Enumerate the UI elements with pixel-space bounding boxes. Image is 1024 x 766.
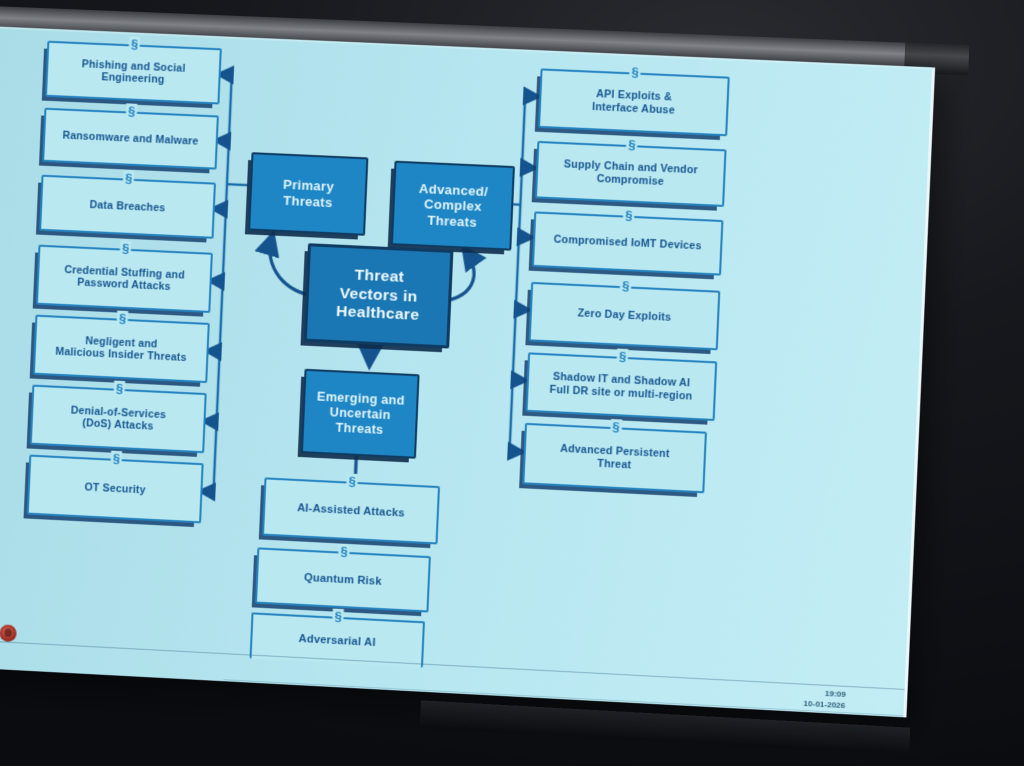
threat-box-label: Adversarial AI <box>298 632 376 649</box>
threat-box-label: Data Breaches <box>89 198 166 215</box>
link-icon: § <box>616 348 629 365</box>
threat-box-label: Shadow IT and Shadow AI Full DR site or … <box>549 370 693 403</box>
link-icon: § <box>110 450 123 467</box>
threat-box-zero-day: § Zero Day Exploits <box>528 277 721 351</box>
link-icon: § <box>622 207 635 224</box>
category-box-primary-threats: Primary Threats <box>248 152 369 236</box>
threat-box-label: Ransomware and Malware <box>62 129 199 148</box>
category-box-emerging-threats: Emerging and Uncertain Threats <box>300 368 420 459</box>
category-label: Emerging and Uncertain Threats <box>316 388 406 437</box>
category-box-advanced-complex-threats: Advanced/ Complex Threats <box>390 160 515 251</box>
link-icon: § <box>619 277 632 294</box>
threat-box-credential-stuffing: § Credential Stuffing and Password Attac… <box>35 240 213 313</box>
link-icon: § <box>122 170 135 186</box>
link-icon: § <box>128 36 141 52</box>
threat-box-label: Compromised IoMT Devices <box>553 233 702 253</box>
threat-box-label: Phishing and Social Engineering <box>81 57 186 86</box>
link-icon: § <box>346 473 359 490</box>
threat-box-label: Quantum Risk <box>303 571 382 588</box>
threat-box-phishing: § Phishing and Social Engineering <box>44 36 222 105</box>
category-label: Advanced/ Complex Threats <box>418 180 489 230</box>
threat-box-supply-chain: § Supply Chain and Vendor Compromise <box>534 136 727 207</box>
link-icon: § <box>113 380 126 397</box>
threat-box-ot-security: § OT Security <box>26 450 204 524</box>
central-title: Threat Vectors in Healthcare <box>335 266 420 325</box>
threat-box-label: Advanced Persistent Threat <box>559 442 670 471</box>
threat-box-label: Zero Day Exploits <box>577 307 672 325</box>
threat-box-ai-assisted-attacks: § AI-Assisted Attacks <box>261 473 441 545</box>
slide-diagram: § Phishing and Social Engineering § Rans… <box>0 28 932 717</box>
threat-box-shadow-it: § Shadow IT and Shadow AI Full DR site o… <box>525 348 718 421</box>
link-icon: § <box>609 418 622 435</box>
threat-box-data-breaches: § Data Breaches <box>39 170 216 239</box>
threat-box-iomt-devices: § Compromised IoMT Devices <box>531 207 724 276</box>
threat-box-label: Denial-of-Services (DoS) Attacks <box>70 404 167 433</box>
category-label: Primary Threats <box>282 177 335 211</box>
threat-box-quantum-risk: § Quantum Risk <box>254 543 431 613</box>
threat-box-label: Negligent and Malicious Insider Threats <box>55 334 187 365</box>
link-icon: § <box>116 310 129 327</box>
link-icon: § <box>119 240 132 257</box>
link-icon: § <box>625 136 638 153</box>
projected-screen: § Phishing and Social Engineering § Rans… <box>0 26 935 717</box>
threat-box-insider-threats: § Negligent and Malicious Insider Threat… <box>32 310 210 384</box>
threat-box-label: Credential Stuffing and Password Attacks <box>64 263 186 294</box>
taskbar-clock: 19:09 10-01-2026 <box>771 686 846 712</box>
threat-box-label: Supply Chain and Vendor Compromise <box>563 158 699 188</box>
threat-box-label: API Exploits & Interface Abuse <box>591 88 676 117</box>
taskbar-app-icon-red <box>0 624 17 643</box>
link-icon: § <box>629 64 642 80</box>
link-icon: § <box>125 103 138 119</box>
link-icon: § <box>332 608 345 625</box>
central-box-threat-vectors: Threat Vectors in Healthcare <box>303 243 454 349</box>
threat-box-label: AI-Assisted Attacks <box>296 501 406 520</box>
taskbar-divider <box>0 639 905 690</box>
threat-box-label: OT Security <box>84 481 146 497</box>
link-icon: § <box>338 543 351 560</box>
threat-box-dos-attacks: § Denial-of-Services (DoS) Attacks <box>29 380 207 454</box>
threat-box-apt: § Advanced Persistent Threat <box>522 418 707 494</box>
threat-box-ransomware: § Ransomware and Malware <box>42 103 219 170</box>
threat-box-api-exploits: § API Exploits & Interface Abuse <box>537 64 730 137</box>
